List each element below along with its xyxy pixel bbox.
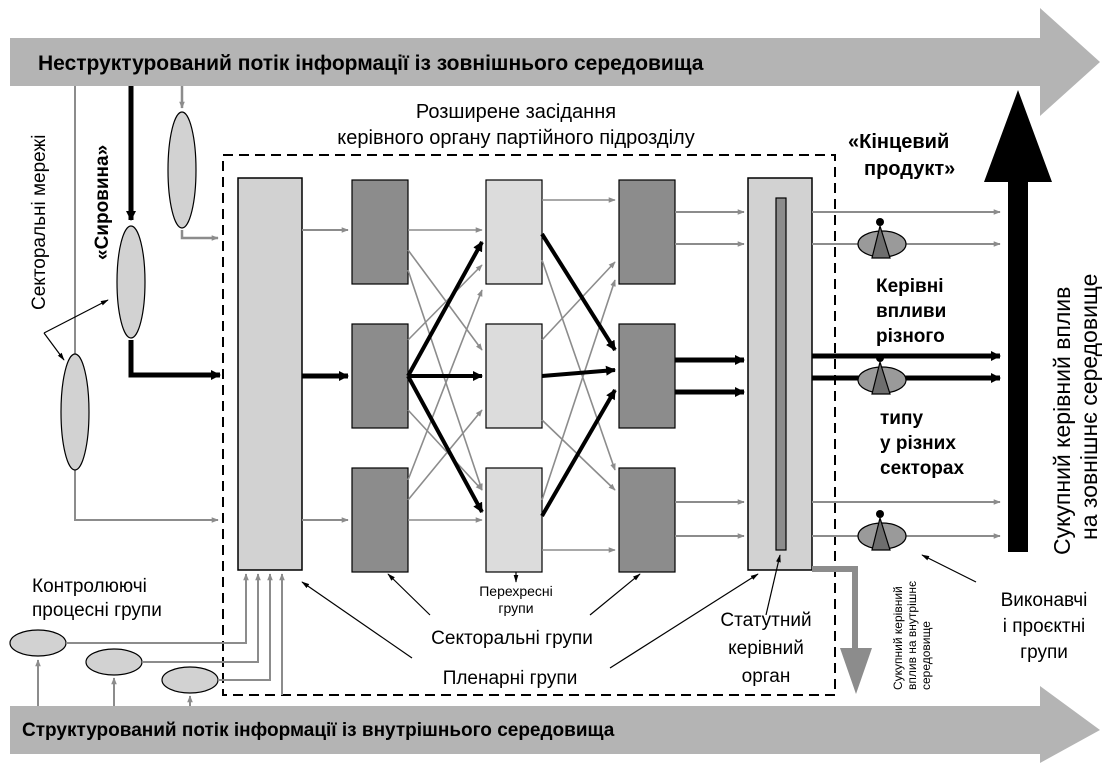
final-product-label-2: продукт»: [864, 158, 955, 180]
influences-label-4: типу: [880, 408, 923, 429]
cumulative-external-label-1: Сукупний керівний вплив: [1049, 287, 1075, 555]
bottom-banner-arrow: [10, 686, 1100, 763]
sectoral-group-5: [618, 323, 676, 429]
meeting-boundary: [222, 154, 836, 696]
cumulative-internal-label-3: середовище: [919, 621, 933, 690]
sectoral-network-line: [74, 86, 219, 523]
top-banner-text: Неструктурований потік інформації із зов…: [38, 52, 704, 75]
control-group-ellipse-1: [9, 629, 67, 657]
cumulative-internal-label-2: вплив на внутрішнє: [905, 581, 919, 690]
sectoral-network-ellipse: [60, 353, 90, 471]
sectoral-networks-label: Секторальні мережі: [29, 135, 50, 310]
control-groups-label-2: процесні групи: [32, 600, 162, 621]
plenary-groups-label: Пленарні групи: [443, 668, 578, 689]
influences-label-3: різного: [876, 326, 945, 347]
executive-symbol-2: [857, 354, 907, 395]
statutory-body-core: [775, 197, 787, 551]
cross-group-3: [485, 467, 543, 573]
executive-groups-label-3: групи: [1020, 642, 1068, 663]
top-ellipse: [167, 111, 197, 229]
statutory-body-label-1: Статутний: [720, 610, 811, 631]
cumulative-external-label-2: на зовнішнє середовище: [1076, 274, 1102, 540]
influences-label-2: впливи: [876, 301, 946, 322]
cross-groups-label-2: групи: [498, 600, 533, 616]
influences-label-6: секторах: [880, 458, 964, 479]
cross-group-2: [485, 323, 543, 429]
cross-groups-label-1: Перехресні: [479, 583, 553, 599]
control-groups-label-1: Контролюючі: [32, 576, 147, 597]
final-product-arrow: [984, 90, 1052, 552]
internal-effect-arrow: [812, 566, 872, 694]
sectoral-group-1: [351, 179, 409, 285]
raw-material-label: «Сировина»: [92, 145, 113, 260]
executive-groups-label-2: і проєктні: [1003, 616, 1086, 637]
meeting-title-2: керівного органу партійного підрозділу: [337, 127, 694, 149]
statutory-body-label-2: керівний: [728, 638, 804, 659]
final-product-label-1: «Кінцевий: [848, 131, 949, 153]
sectoral-group-2: [351, 323, 409, 429]
influences-label-1: Керівні: [876, 276, 943, 297]
bottom-banner-text: Структурований потік інформації із внутр…: [22, 720, 615, 741]
plenary-group-block: [237, 177, 303, 571]
control-group-ellipse-2: [85, 648, 143, 676]
executive-symbol-1: [857, 218, 907, 259]
control-group-ellipse-3: [161, 666, 219, 694]
top-banner-arrow: [10, 8, 1100, 116]
raw-material-ellipse: [116, 225, 146, 339]
sectoral-group-4: [618, 179, 676, 285]
executive-symbol-3: [857, 510, 907, 551]
executive-groups-label-1: Виконавчі: [1001, 590, 1088, 611]
sectoral-groups-label: Секторальні групи: [431, 628, 593, 649]
sectoral-group-6: [618, 467, 676, 573]
statutory-body-label-3: орган: [742, 666, 791, 687]
meeting-title-1: Розширене засідання: [416, 101, 616, 123]
cumulative-internal-label-1: Сукупний керівний: [891, 586, 905, 690]
influences-label-5: у різних: [880, 433, 956, 454]
cross-group-1: [485, 179, 543, 285]
sectoral-group-3: [351, 467, 409, 573]
